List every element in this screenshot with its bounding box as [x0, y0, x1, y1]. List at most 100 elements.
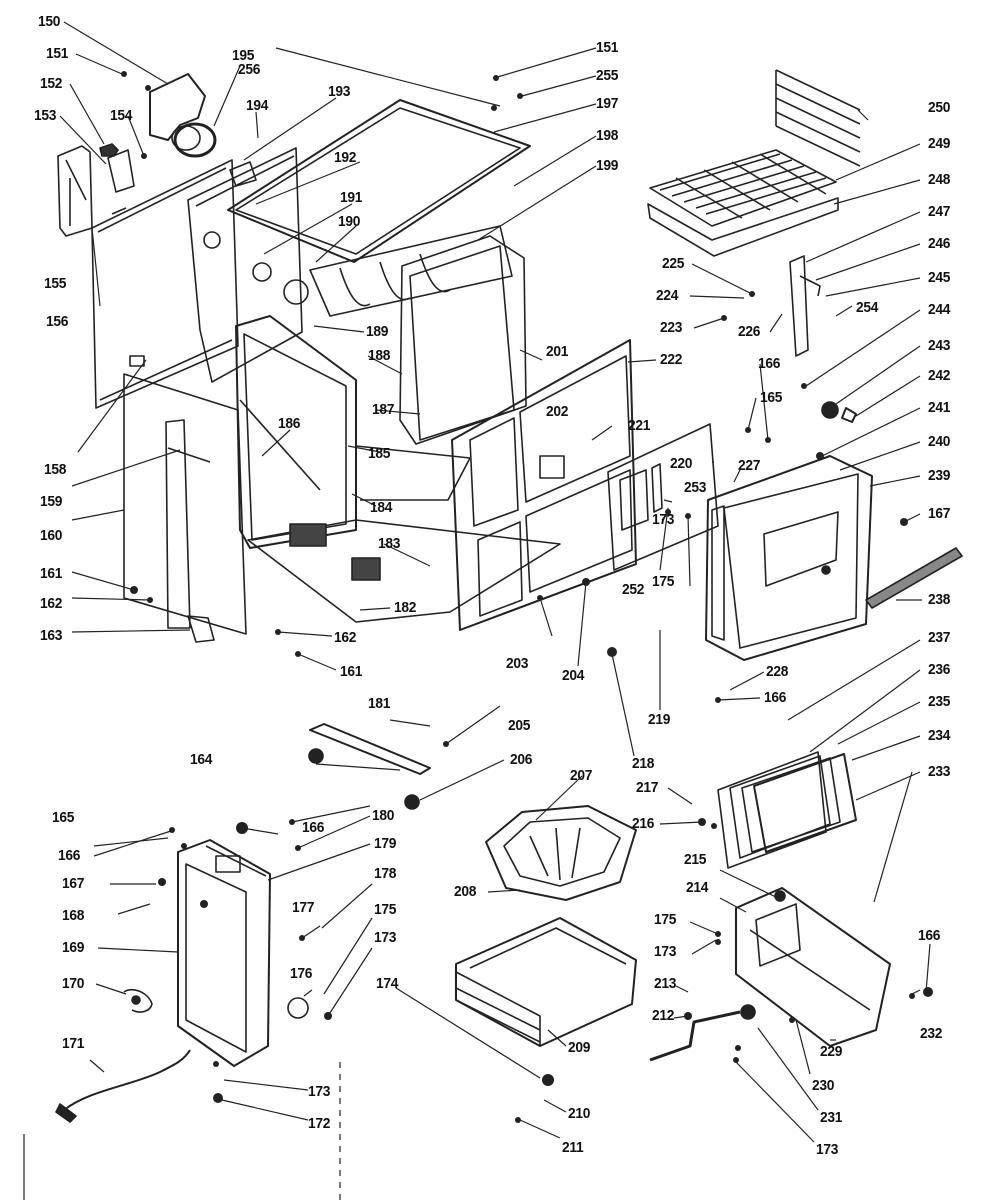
callout-label: 166: [58, 847, 81, 864]
callout-label: 184: [370, 499, 393, 516]
heat-shield-part: [607, 423, 719, 571]
callout-label: 242: [928, 367, 951, 384]
callout-label: 216: [632, 815, 655, 832]
oven-rack-part: [775, 69, 861, 167]
callout-label: 198: [596, 127, 619, 144]
callout-label: 173: [374, 929, 397, 946]
callout-label: 160: [40, 527, 63, 544]
kick-panel-part: [308, 723, 431, 810]
callout-label: 204: [562, 667, 585, 684]
callout-label: 186: [278, 415, 301, 432]
callout-label: 199: [596, 157, 619, 174]
element-part: [123, 988, 153, 1013]
callout-label: 213: [654, 975, 677, 992]
callout-label: 190: [338, 213, 361, 230]
door-hinge-part: [789, 255, 857, 423]
callout-label: 175: [652, 573, 675, 590]
callout-label: 173: [816, 1141, 839, 1158]
callout-label: 156: [46, 313, 69, 330]
callout-label: 173: [308, 1083, 331, 1100]
callout-label: 179: [374, 835, 397, 852]
callout-label: 217: [636, 779, 659, 796]
callout-label: 173: [652, 511, 675, 528]
power-cord-part: [55, 1049, 191, 1123]
callout-label: 238: [928, 591, 951, 608]
callout-label: 207: [570, 767, 593, 784]
callout-label: 177: [292, 899, 315, 916]
callout-label: 189: [366, 323, 389, 340]
callout-label: 194: [246, 97, 269, 114]
side-panel-part: [187, 147, 303, 383]
callout-label: 170: [62, 975, 85, 992]
callout-label: 226: [738, 323, 761, 340]
callout-label: 231: [820, 1109, 843, 1126]
vent-cover-part: [149, 73, 217, 158]
callout-label: 224: [656, 287, 679, 304]
top-panel-part: [227, 99, 531, 263]
callout-label: 229: [820, 1043, 843, 1060]
callout-label: 230: [812, 1077, 835, 1094]
callout-label: 232: [920, 1025, 943, 1042]
callout-label: 241: [928, 399, 951, 416]
callout-label: 248: [928, 171, 951, 188]
callout-label: 205: [508, 717, 531, 734]
oven-liner-part: [235, 315, 357, 549]
callout-label: 202: [546, 403, 569, 420]
callout-label: 165: [52, 809, 75, 826]
callout-label: 167: [928, 505, 951, 522]
callout-label: 253: [684, 479, 707, 496]
callout-label: 222: [660, 351, 683, 368]
callout-label: 235: [928, 693, 951, 710]
callout-label: 209: [568, 1039, 591, 1056]
callout-label: 249: [928, 135, 951, 152]
side-wall-part: [123, 373, 247, 643]
callout-label: 233: [928, 763, 951, 780]
callout-label: 153: [34, 107, 57, 124]
oven-door-part: [705, 455, 873, 661]
callout-label: 183: [378, 535, 401, 552]
callout-label: 158: [44, 461, 67, 478]
callout-label: 187: [372, 401, 395, 418]
callout-label: 162: [40, 595, 63, 612]
callout-label: 169: [62, 939, 85, 956]
callout-label: 255: [596, 67, 619, 84]
callout-label: 161: [340, 663, 363, 680]
storage-drawer-part: [455, 917, 637, 1047]
callout-label: 167: [62, 875, 85, 892]
callout-label: 151: [596, 39, 619, 56]
callout-label: 214: [686, 879, 709, 896]
callout-label: 252: [622, 581, 645, 598]
callout-label: 247: [928, 203, 951, 220]
callout-label: 221: [628, 417, 651, 434]
callout-label: 234: [928, 727, 951, 744]
callout-label: 250: [928, 99, 951, 116]
callout-label: 155: [44, 275, 67, 292]
callout-label: 203: [506, 655, 529, 672]
callout-label: 168: [62, 907, 85, 924]
callout-label: 254: [856, 299, 879, 316]
callout-label: 185: [368, 445, 391, 462]
callout-label: 193: [328, 83, 351, 100]
callout-label: 227: [738, 457, 761, 474]
oven-box-part: [399, 235, 527, 445]
callout-label: 150: [38, 13, 61, 30]
callout-label: 159: [40, 493, 63, 510]
callout-label: 175: [374, 901, 397, 918]
callout-label: 180: [372, 807, 395, 824]
callout-label: 243: [928, 337, 951, 354]
callout-label: 195: [232, 47, 255, 64]
control-panel-part: [177, 839, 309, 1067]
callout-label: 192: [334, 149, 357, 166]
callout-label: 220: [670, 455, 693, 472]
callout-label: 212: [652, 1007, 675, 1024]
gas-line-part: [649, 1004, 756, 1062]
callout-label: 173: [654, 943, 677, 960]
callout-label: 176: [290, 965, 313, 982]
oven-floor-part: [247, 445, 561, 623]
callout-label: 165: [760, 389, 783, 406]
door-glass-part: [717, 751, 857, 869]
callout-label: 151: [46, 45, 69, 62]
callout-label: 197: [596, 95, 619, 112]
callout-label: 163: [40, 627, 63, 644]
